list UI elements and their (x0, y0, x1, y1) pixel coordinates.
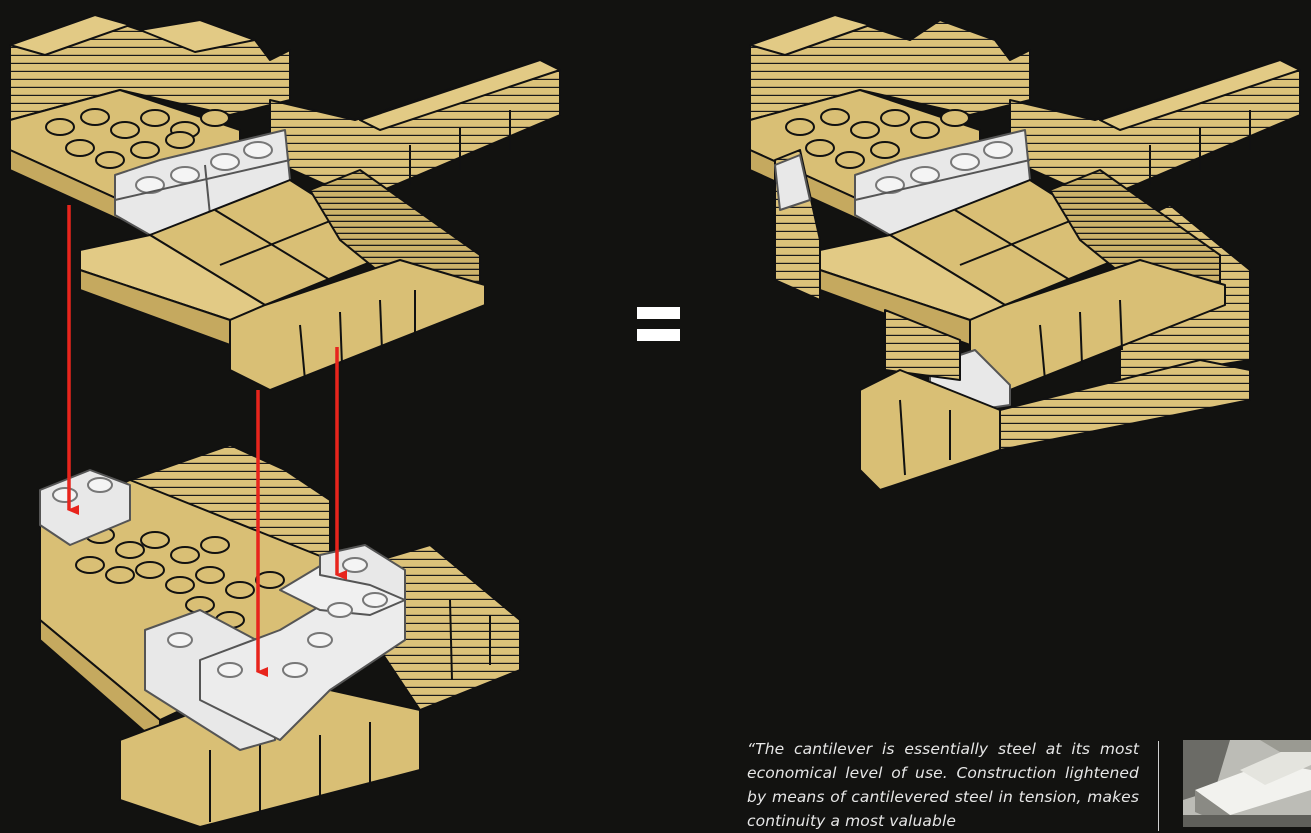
building-photo-thumbnail (1183, 740, 1311, 827)
lego-model-assembled (750, 15, 1300, 490)
lego-model-upper-level (10, 15, 560, 390)
equals-sign (637, 307, 680, 341)
vertical-divider (1158, 741, 1159, 831)
lego-model-lower-level (40, 445, 520, 827)
quote-text: “The cantilever is essentially steel at … (747, 737, 1139, 833)
